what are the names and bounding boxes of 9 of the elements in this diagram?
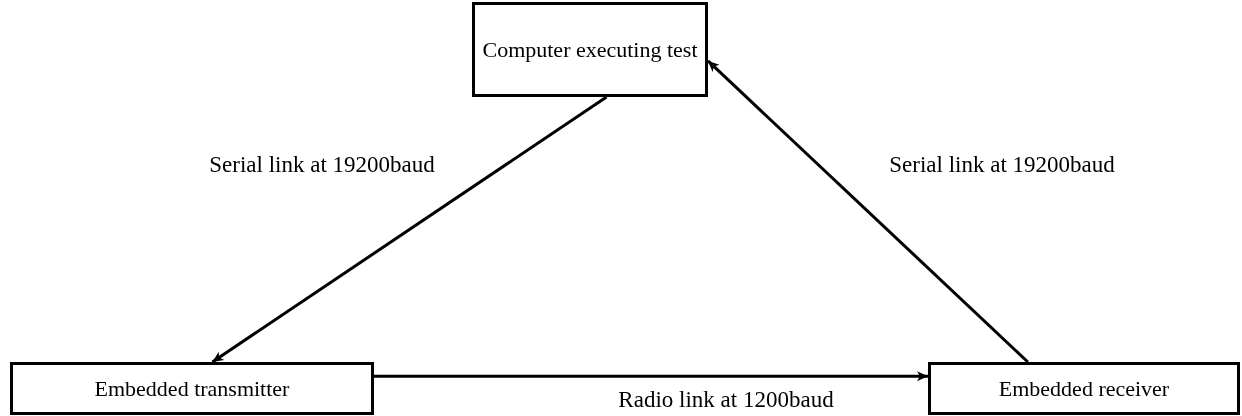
process-box — [10, 362, 374, 415]
arrow — [211, 95, 608, 364]
process-box — [928, 362, 1240, 415]
node-label: Embedded receiver — [998, 375, 1170, 402]
process-box — [472, 2, 708, 97]
arrow — [706, 59, 1029, 364]
node-label: Embedded transmitter — [94, 375, 290, 402]
node-label: Computer executing test — [482, 36, 698, 63]
arrow — [374, 371, 928, 382]
